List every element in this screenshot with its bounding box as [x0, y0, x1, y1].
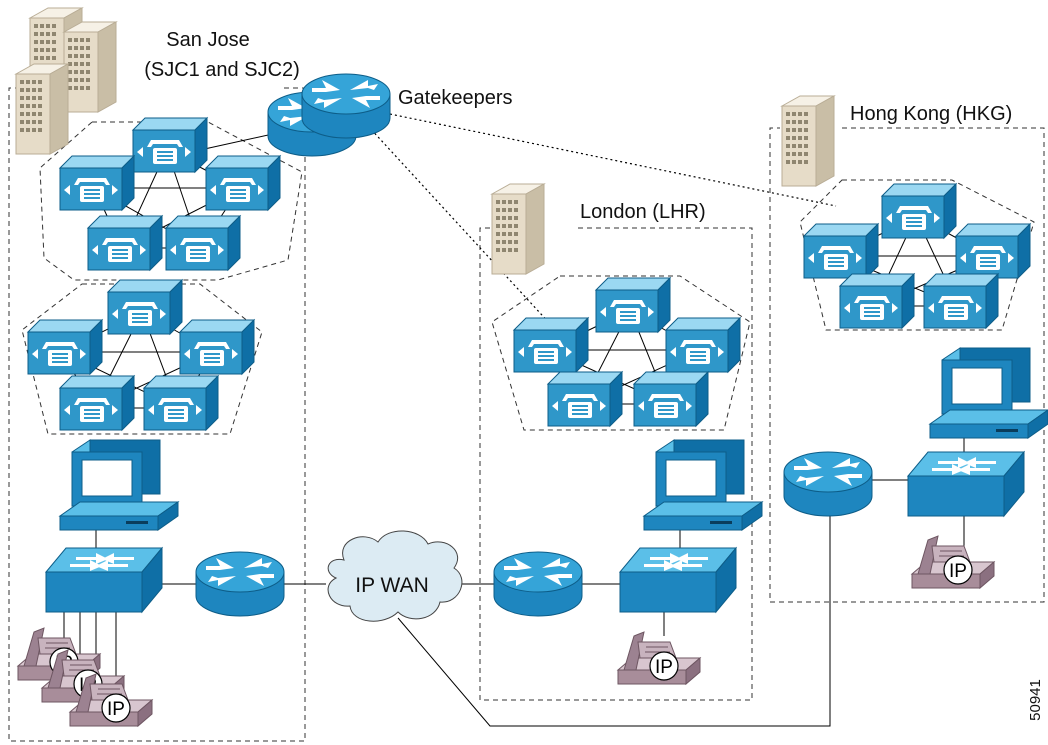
call-manager-icon [881, 183, 957, 239]
call-manager-icon [633, 371, 709, 427]
figure-number: 50941 [1027, 679, 1044, 721]
san-jose-boundary [8, 87, 306, 742]
call-manager-icon [205, 155, 281, 211]
call-manager-icon [595, 277, 671, 333]
gatekeeper-router-icon [301, 73, 391, 139]
sj-switch-icon [45, 547, 163, 613]
san-jose-building-icon [15, 7, 117, 155]
call-manager-icon [955, 223, 1031, 279]
hkg-gatekeeper-link [389, 113, 837, 207]
lhr-cluster-outline [491, 275, 751, 431]
call-manager-icon [665, 317, 741, 373]
call-manager-icon [59, 375, 135, 431]
london-boundary [479, 227, 753, 701]
san-jose-detail-label: (SJC1 and SJC2) [144, 59, 300, 81]
lhr-gatekeeper-link [367, 125, 553, 327]
hong-kong-building-icon [781, 95, 835, 187]
sj-cluster1 [59, 117, 281, 271]
ip-phone-label: IP [655, 657, 673, 678]
call-manager-icon [547, 371, 623, 427]
sj-cluster2-outline [21, 283, 263, 435]
call-manager-icon [839, 273, 915, 329]
call-manager-icon [143, 375, 219, 431]
ip-phone-label: IP [107, 699, 125, 720]
london-label: London (LHR) [580, 201, 706, 223]
sj-phone-3: IP [69, 673, 153, 727]
gatekeepers-label: Gatekeepers [398, 87, 513, 109]
sj-cluster1-outline [39, 121, 303, 281]
sj-router-icon [195, 551, 285, 617]
call-manager-icon [803, 223, 879, 279]
call-manager-icon [923, 273, 999, 329]
hkg-phone: IP [911, 535, 995, 589]
wan-to-hkg-link [397, 502, 831, 727]
call-manager-icon [132, 117, 208, 173]
call-manager-icon [59, 155, 135, 211]
wan-label: IP WAN [355, 574, 429, 597]
lhr-phone: IP [617, 631, 701, 685]
lhr-switch-icon [619, 547, 737, 613]
sj-workstation-icon [59, 439, 179, 531]
london-building-icon [491, 183, 545, 275]
hkg-workstation-icon [929, 347, 1048, 439]
call-manager-icon [107, 279, 183, 335]
lhr-router-icon [493, 551, 583, 617]
hong-kong-boundary [769, 127, 1045, 603]
hkg-cluster-outline [799, 179, 1035, 331]
call-manager-icon [87, 215, 163, 271]
ip-wan-cloud-icon: IP WAN [327, 530, 463, 622]
ip-phone-label: IP [949, 561, 967, 582]
san-jose-label: San Jose [166, 29, 249, 51]
call-manager-icon [27, 319, 103, 375]
call-manager-icon [513, 317, 589, 373]
lhr-workstation-icon [643, 439, 763, 531]
hkg-router-icon [783, 451, 873, 517]
call-manager-icon [179, 319, 255, 375]
call-manager-icon [165, 215, 241, 271]
hong-kong-label: Hong Kong (HKG) [850, 103, 1012, 125]
hkg-switch-icon [907, 451, 1025, 517]
